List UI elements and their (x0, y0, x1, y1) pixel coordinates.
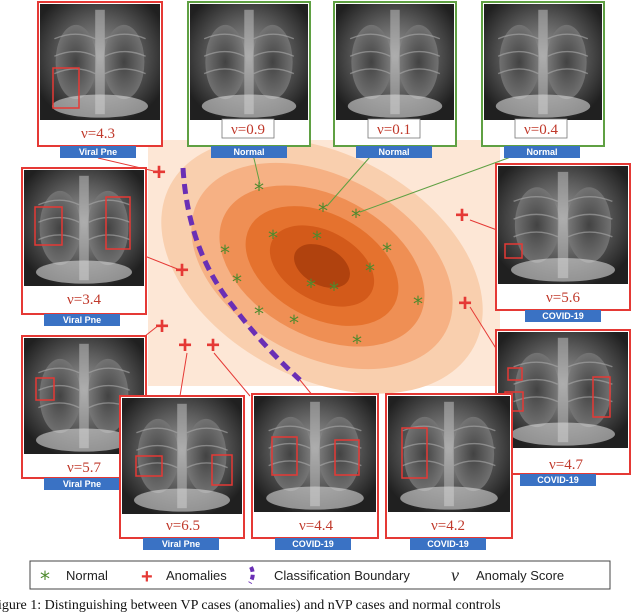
density-ellipses (161, 138, 483, 394)
anomaly-region (271, 436, 298, 476)
score-box (367, 118, 421, 139)
class-label: COVID-19 (292, 539, 334, 549)
panel-viral-2: ν=3.4 Viral Pne (21, 167, 147, 326)
legend-normal-label: Normal (66, 568, 108, 583)
normal-star: * (254, 302, 264, 326)
label-badge (525, 310, 601, 322)
normal-star: * (254, 178, 264, 202)
normal-star: * (365, 259, 375, 283)
anomaly-score: ν=5.6 (546, 290, 580, 306)
class-label: Viral Pne (79, 147, 117, 157)
anomaly-markers: + + + + + + + (152, 159, 472, 359)
anomaly-region (105, 196, 131, 250)
anomaly-score: ν=6.5 (166, 518, 200, 534)
normal-star: * (413, 292, 423, 316)
class-label: COVID-19 (542, 311, 584, 321)
label-badge (410, 538, 486, 550)
legend-boundary-label: Classification Boundary (274, 568, 410, 583)
anomaly-score: ν=4.4 (299, 518, 333, 534)
anomaly-score: ν=4.2 (431, 518, 465, 534)
anomaly-region (334, 439, 360, 476)
anomaly-score: ν=5.7 (67, 460, 101, 476)
label-badge (60, 146, 136, 158)
normal-star: * (352, 331, 362, 355)
score-box (514, 118, 568, 139)
normal-star: * (312, 227, 322, 251)
normal-markers: * * * * * * * * * * * * * * * (220, 178, 423, 355)
label-badge (44, 314, 120, 326)
label-badge (44, 478, 120, 490)
anomaly-region (507, 367, 523, 381)
panel-viral-4: ν=6.5 Viral Pne (119, 395, 245, 550)
normal-star: * (329, 278, 339, 302)
anomaly-plus: + (458, 290, 472, 317)
panel-viral-1: ν=4.3 Viral Pne (37, 1, 163, 158)
anomaly-score: ν=3.4 (67, 292, 101, 308)
normal-star: * (306, 275, 316, 299)
anomaly-plus: + (455, 202, 469, 229)
class-label: COVID-19 (427, 539, 469, 549)
panel-covid-3: ν=4.4 COVID-19 (251, 393, 379, 550)
anomaly-score: ν=0.1 (377, 122, 411, 138)
normal-star: * (382, 239, 392, 263)
normal-star: * (268, 226, 278, 250)
anomaly-region (52, 67, 80, 109)
label-badge (504, 146, 580, 158)
class-label: Normal (526, 147, 557, 157)
label-badge (520, 474, 596, 486)
anomaly-region (34, 206, 63, 246)
panel-covid-2: ν=4.7 COVID-19 (495, 329, 631, 486)
class-label: Normal (378, 147, 409, 157)
normal-star: * (318, 199, 328, 223)
normal-star: * (351, 205, 361, 229)
legend-boundary-icon (248, 566, 255, 585)
anomaly-score: ν=0.9 (231, 122, 265, 138)
anomaly-plus: + (175, 257, 189, 284)
class-label: Viral Pne (63, 315, 101, 325)
normal-star: * (232, 270, 242, 294)
legend-normal-icon: * (40, 567, 50, 591)
normal-star: * (220, 241, 230, 265)
legend-score-label: Anomaly Score (476, 568, 564, 583)
anomaly-plus: + (178, 332, 192, 359)
class-label: Normal (233, 147, 264, 157)
anomaly-score: ν=4.7 (549, 457, 583, 473)
anomaly-score: ν=0.4 (524, 122, 558, 138)
legend-anomalies-label: Anomalies (166, 568, 227, 583)
anomaly-region (35, 377, 55, 401)
label-badge (356, 146, 432, 158)
panel-covid-4: ν=4.2 COVID-19 (385, 393, 513, 550)
anomaly-plus: + (155, 313, 169, 340)
panel-normal-3: ν=0.4 Normal (481, 1, 605, 158)
anomaly-region (592, 376, 611, 418)
classification-boundary (180, 167, 302, 382)
label-badge (275, 538, 351, 550)
panel-covid-1: ν=5.6 COVID-19 (495, 163, 631, 322)
class-label: Viral Pne (162, 539, 200, 549)
legend-score-icon: ν (451, 565, 459, 585)
anomaly-plus: + (206, 332, 220, 359)
anomaly-region (211, 454, 233, 486)
class-label: COVID-19 (537, 475, 579, 485)
anomaly-plus: + (152, 159, 166, 186)
figure-caption: igure 1: Distinguishing between VP cases… (0, 598, 501, 613)
anomaly-region (504, 243, 523, 259)
label-badge (143, 538, 219, 550)
legend: * Normal + Anomalies Classification Boun… (29, 560, 611, 591)
panel-normal-2: ν=0.1 Normal (333, 1, 457, 158)
panel-normal-1: ν=0.9 Normal (187, 1, 311, 158)
label-badge (211, 146, 287, 158)
legend-anomaly-icon: + (141, 566, 153, 588)
anomaly-score: ν=4.3 (81, 126, 115, 142)
anomaly-region (401, 427, 428, 479)
normal-star: * (289, 311, 299, 335)
anomaly-region (135, 455, 163, 477)
class-label: Viral Pne (63, 479, 101, 489)
score-box (221, 118, 275, 139)
